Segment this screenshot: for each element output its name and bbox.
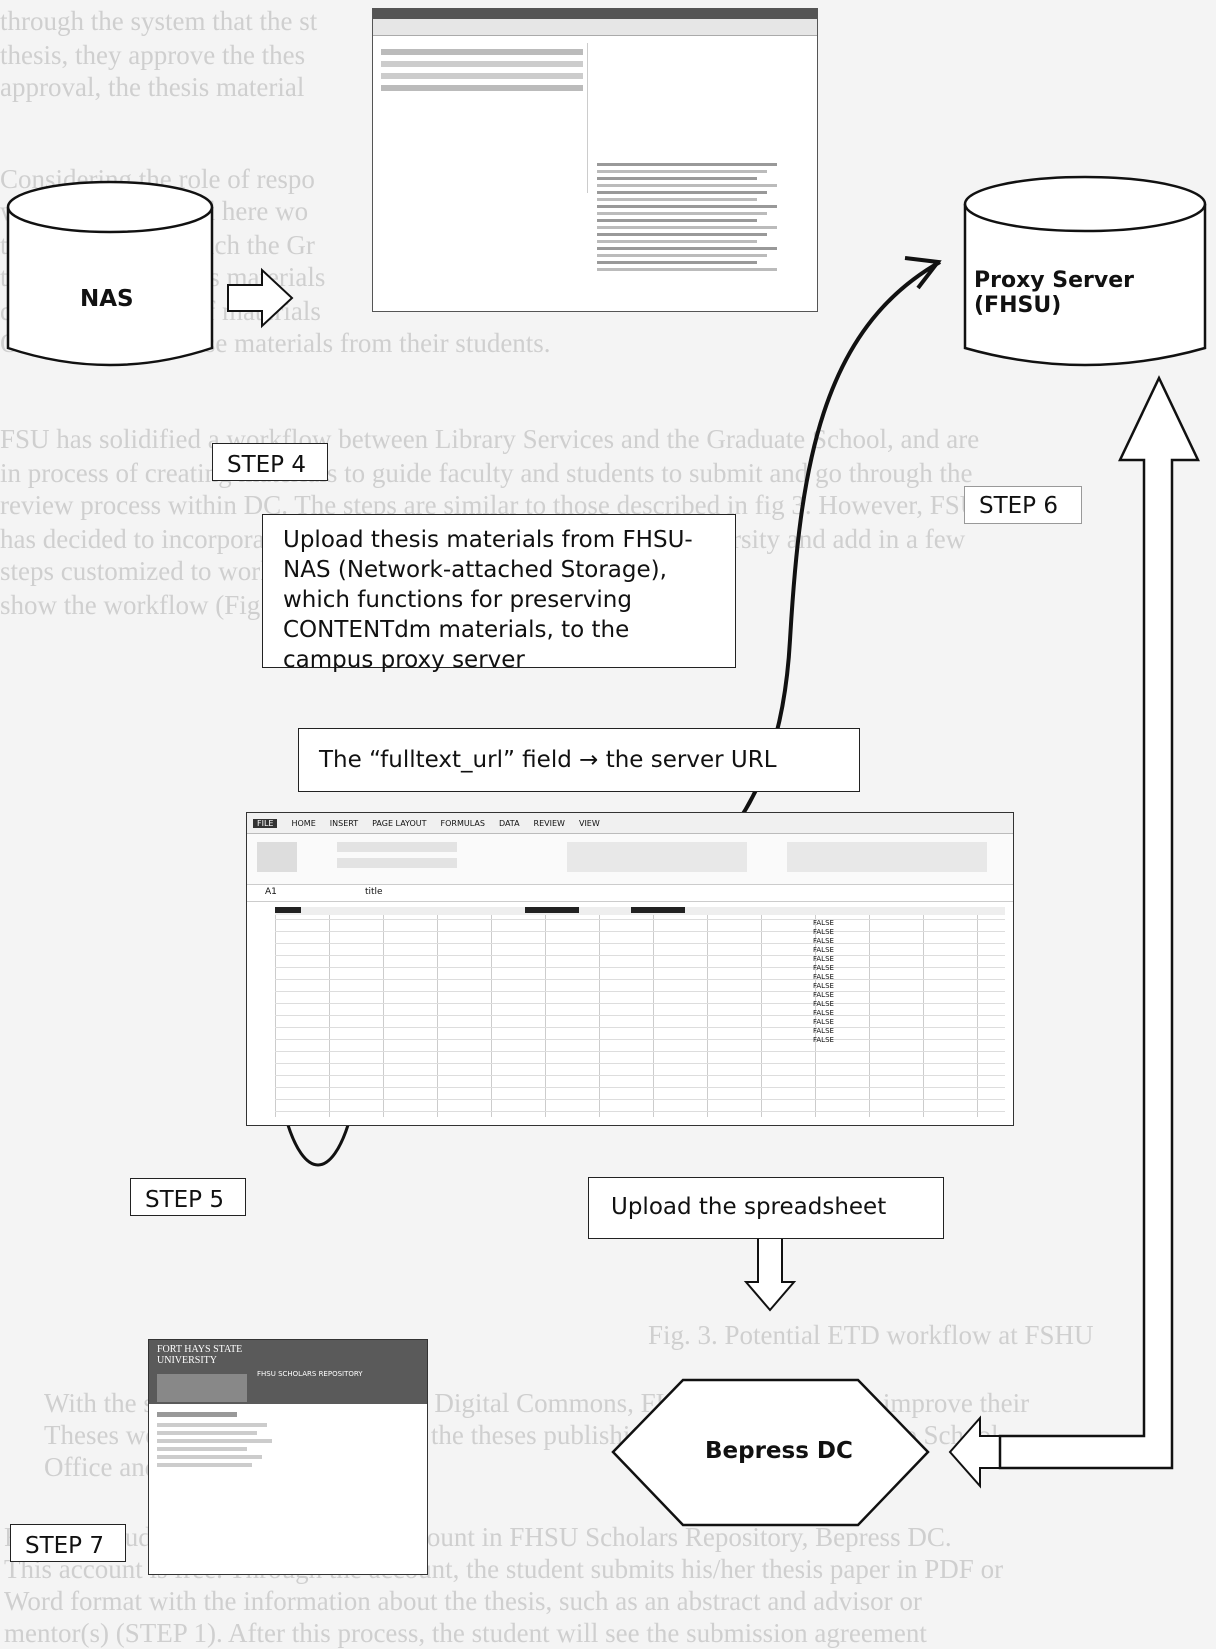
cell-reference: A1 (265, 887, 277, 897)
list-item (597, 212, 767, 215)
upload-spreadsheet-box: Upload the spreadsheet (588, 1177, 944, 1239)
ribbon-tab[interactable]: INSERT (329, 818, 359, 828)
table-cell: FALSE (813, 937, 834, 945)
table-cell: FALSE (813, 928, 834, 936)
ribbon-tab[interactable]: HOME (291, 818, 316, 828)
list-item (597, 254, 767, 257)
spreadsheet-to-bepress-arrow (743, 1237, 797, 1312)
background-text-line: thesis, they approve the thes (0, 40, 306, 70)
background-text-line: through the system that the st (0, 6, 318, 36)
list-item (597, 191, 767, 194)
bepress-hexagon (611, 1378, 930, 1527)
background-text-line: approval, the thesis material (0, 72, 305, 102)
step7-label: STEP 7 (10, 1524, 126, 1562)
ribbon-tab[interactable]: VIEW (578, 818, 600, 828)
list-item (597, 233, 767, 236)
table-cell: FALSE (813, 973, 834, 981)
table-cell: FALSE (813, 1009, 834, 1017)
upload-thesis-box: Upload thesis materials from FHSU-NAS (N… (262, 514, 736, 673)
repository-university: FORT HAYS STATE UNIVERSITY (157, 1344, 243, 1366)
nas-cylinder (6, 180, 214, 367)
bepress-to-proxy-return-arrow (998, 375, 1200, 1470)
table-cell: FALSE (813, 991, 834, 999)
list-item (597, 268, 777, 271)
repository-site: FHSU SCHOLARS REPOSITORY (257, 1370, 363, 1378)
table-cell: FALSE (813, 1027, 834, 1035)
list-item (597, 226, 777, 229)
list-item (597, 170, 767, 173)
table-cell: FALSE (813, 1036, 834, 1044)
proxy-server-cylinder (963, 175, 1207, 367)
file-manager-screenshot (372, 8, 818, 312)
list-item (597, 261, 757, 264)
ribbon-tab[interactable]: PAGE LAYOUT (372, 818, 427, 828)
ribbon-tab[interactable]: DATA (498, 818, 520, 828)
step5-label: STEP 5 (130, 1178, 246, 1216)
ribbon-tab[interactable]: REVIEW (533, 818, 565, 828)
repository-page-screenshot: FORT HAYS STATE UNIVERSITY FHSU SCHOLARS… (148, 1339, 428, 1575)
list-item (597, 219, 757, 222)
nas-label: NAS (80, 286, 134, 312)
bepress-label: Bepress DC (705, 1438, 853, 1464)
table-cell: FALSE (813, 964, 834, 972)
table-cell: FALSE (813, 955, 834, 963)
step6-label: STEP 6 (964, 486, 1082, 524)
formula-value: title (365, 887, 383, 897)
workflow-diagram (6, 175, 1207, 1527)
table-cell: FALSE (813, 946, 834, 954)
into-bepress-arrow (948, 1415, 1001, 1489)
ribbon-tab[interactable]: FORMULAS (440, 818, 485, 828)
step4-label: STEP 4 (212, 443, 328, 481)
spreadsheet-screenshot: FILE HOME INSERT PAGE LAYOUT FORMULAS DATA REV… (246, 812, 1014, 1126)
list-item (597, 184, 777, 187)
ribbon-tab[interactable]: FILE (253, 818, 278, 828)
fulltext-url-box: The “fulltext_url” field → the server UR… (298, 728, 860, 792)
list-item (597, 240, 757, 243)
table-cell: FALSE (813, 1000, 834, 1008)
curve-arrowhead-top (904, 256, 942, 290)
table-cell: FALSE (813, 982, 834, 990)
list-item (597, 205, 777, 208)
list-item (597, 247, 777, 250)
nas-to-proxy-arrow (227, 267, 294, 329)
list-item (597, 163, 777, 166)
list-item (597, 177, 757, 180)
background-text-line: Fig. 3. Potential ETD workflow at FSHU (648, 1320, 1094, 1350)
table-cell: FALSE (813, 1018, 834, 1026)
table-cell: FALSE (813, 919, 834, 927)
background-text-line: mentor(s) (STEP 1). After this process, … (4, 1618, 927, 1648)
proxy-server-label: Proxy Server (FHSU) (974, 268, 1135, 318)
list-item (597, 198, 757, 201)
background-text-line: Word format with the information about t… (4, 1586, 922, 1616)
